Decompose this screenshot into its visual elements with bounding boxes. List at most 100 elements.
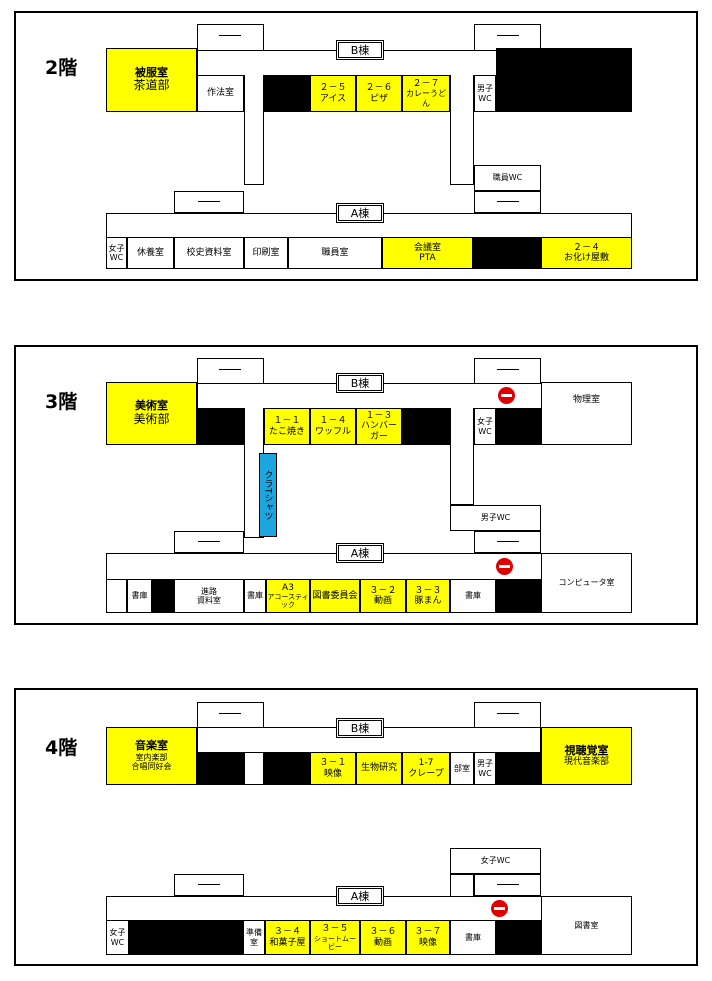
floor3-panel: 3階 B棟 美術室 美術部 １－１ たこ焼き １－４ ワッフル １－３ ハンバー… bbox=[14, 345, 698, 625]
corridor-gap bbox=[244, 752, 264, 785]
stair-mark bbox=[198, 201, 220, 202]
room-name: ３－５ bbox=[321, 924, 349, 935]
room-3-3[interactable]: ３－３ 豚まん bbox=[406, 579, 450, 613]
room-clubroom[interactable]: 部室 bbox=[450, 752, 474, 785]
room-2-6[interactable]: ２－６ ピザ bbox=[356, 75, 402, 112]
stair-mark bbox=[198, 884, 220, 885]
blocked-room bbox=[496, 920, 541, 955]
floor2-label: 2階 bbox=[45, 57, 78, 79]
room-music[interactable]: 音楽室 室内楽部 合唱同好会 bbox=[106, 727, 197, 785]
female-wc[interactable]: 女子 WC bbox=[106, 237, 127, 269]
building-a-label: A棟 bbox=[336, 543, 384, 563]
room-1-1[interactable]: １－１ たこ焼き bbox=[264, 408, 310, 445]
room-etiquette[interactable]: 作法室 bbox=[197, 75, 244, 112]
room-event: PTA bbox=[419, 253, 436, 263]
room-rest[interactable]: 休養室 bbox=[127, 237, 174, 269]
room-1-4[interactable]: １－４ ワッフル bbox=[310, 408, 356, 445]
blocked-room bbox=[473, 237, 541, 269]
male-wc[interactable]: 男子 WC bbox=[474, 752, 496, 785]
room-event: 豚まん bbox=[414, 596, 442, 606]
room-2-5[interactable]: ２－５ アイス bbox=[310, 75, 356, 112]
room-name: 休養室 bbox=[136, 247, 164, 258]
stair-block bbox=[474, 358, 541, 384]
room-club: 合唱同好会 bbox=[131, 762, 172, 772]
room-name: 図書委員会 bbox=[312, 590, 358, 601]
blocked-room bbox=[496, 752, 541, 785]
room-event: ピザ bbox=[369, 93, 388, 104]
room-3-7[interactable]: ３－７ 映像 bbox=[406, 920, 450, 955]
building-b-label: B棟 bbox=[336, 373, 384, 393]
room-3-2[interactable]: ３－２ 動画 bbox=[360, 579, 406, 613]
room-av[interactable]: 視聴覚室 現代音楽部 bbox=[541, 727, 632, 785]
room-library[interactable]: 図書室 bbox=[541, 896, 632, 955]
room-career[interactable]: 進路 資料室 bbox=[174, 579, 244, 613]
room-name: 校史資料室 bbox=[186, 247, 232, 258]
male-wc[interactable]: 男子WC bbox=[450, 505, 541, 531]
blocked-room bbox=[129, 920, 243, 955]
room-2-4[interactable]: ２－４ お化け屋敷 bbox=[541, 237, 632, 269]
vertical-corridor bbox=[450, 75, 474, 185]
room-physics[interactable]: 物理室 bbox=[541, 382, 632, 445]
room-name: 図書室 bbox=[574, 920, 599, 930]
room-name: 女子 bbox=[109, 928, 126, 938]
room-name: ３－７ bbox=[414, 927, 442, 938]
room-3-5[interactable]: ３－５ ショートムービー bbox=[310, 920, 360, 955]
room-storage[interactable]: 書庫 bbox=[450, 920, 496, 955]
room-3-6[interactable]: ３－６ 動画 bbox=[360, 920, 406, 955]
room-name: 職員室 bbox=[321, 247, 349, 258]
room-name: １－１ bbox=[273, 416, 301, 427]
room-storage[interactable]: 書庫 bbox=[244, 579, 266, 613]
room-event: クレープ bbox=[408, 768, 444, 779]
female-wc[interactable]: 女子WC bbox=[450, 848, 541, 874]
room-computer[interactable]: コンピュータ室 bbox=[541, 553, 632, 613]
female-wc[interactable]: 女子 WC bbox=[474, 408, 496, 445]
room-1-7[interactable]: 1-7 クレープ bbox=[402, 752, 450, 785]
room-biology[interactable]: 生物研究 bbox=[356, 752, 402, 785]
class-tshirt-corridor[interactable]: クラTシャツ bbox=[259, 453, 277, 537]
room-archives[interactable]: 校史資料室 bbox=[174, 237, 244, 269]
room-meeting[interactable]: 会議室 PTA bbox=[382, 237, 473, 269]
female-wc[interactable]: 女子 WC bbox=[106, 920, 129, 955]
room-name: 女子WC bbox=[480, 856, 511, 866]
room-name: 物理室 bbox=[572, 395, 600, 405]
room-club: 美術部 bbox=[133, 411, 170, 426]
room-3-4[interactable]: ３－４ 和菓子屋 bbox=[265, 920, 310, 955]
room-art[interactable]: 美術室 美術部 bbox=[106, 382, 197, 445]
room-name: 資料室 bbox=[197, 596, 221, 605]
staff-wc[interactable]: 職員WC bbox=[474, 165, 541, 191]
room-storage[interactable]: 書庫 bbox=[127, 579, 152, 613]
room-name: 書庫 bbox=[465, 591, 481, 601]
building-b-label: B棟 bbox=[336, 40, 384, 60]
room-a3[interactable]: A3 アコースティック bbox=[266, 579, 310, 613]
no-entry-icon bbox=[491, 900, 508, 917]
no-entry-icon bbox=[498, 387, 515, 404]
room-name: 男子 bbox=[477, 84, 493, 94]
stair-mark bbox=[497, 201, 519, 202]
room-prep[interactable]: 準備 室 bbox=[243, 920, 265, 955]
room-name: 準備 bbox=[246, 928, 262, 938]
room-print[interactable]: 印刷室 bbox=[244, 237, 288, 269]
room-event: アコースティック bbox=[267, 593, 309, 610]
room-3-1[interactable]: ３－１ 映像 bbox=[310, 752, 356, 785]
room-library-committee[interactable]: 図書委員会 bbox=[310, 579, 360, 613]
room-event: ハンバー bbox=[360, 421, 397, 432]
stair-block bbox=[197, 24, 264, 51]
blocked-room bbox=[197, 408, 244, 445]
room-storage[interactable]: 書庫 bbox=[450, 579, 496, 613]
room-name: ２－５ bbox=[319, 83, 347, 94]
room-1-3[interactable]: １－３ ハンバー ガー bbox=[356, 408, 402, 445]
room-name: WC bbox=[478, 426, 492, 436]
room-name: 室 bbox=[250, 937, 258, 947]
room-event: お化け屋敷 bbox=[563, 253, 609, 263]
stair-mark bbox=[497, 541, 519, 542]
room-empty bbox=[106, 579, 127, 613]
room-name: 進路 bbox=[201, 586, 217, 596]
room-2-7[interactable]: ２－７ カレーうどん bbox=[402, 75, 450, 112]
stair-mark bbox=[219, 369, 241, 370]
room-sewing[interactable]: 被服室 茶道部 bbox=[106, 48, 197, 112]
room-staff[interactable]: 職員室 bbox=[288, 237, 382, 269]
room-name: １－３ bbox=[365, 410, 393, 421]
room-name: 視聴覚室 bbox=[564, 743, 609, 757]
room-name: 部室 bbox=[454, 763, 470, 773]
male-wc[interactable]: 男子 WC bbox=[474, 75, 496, 112]
